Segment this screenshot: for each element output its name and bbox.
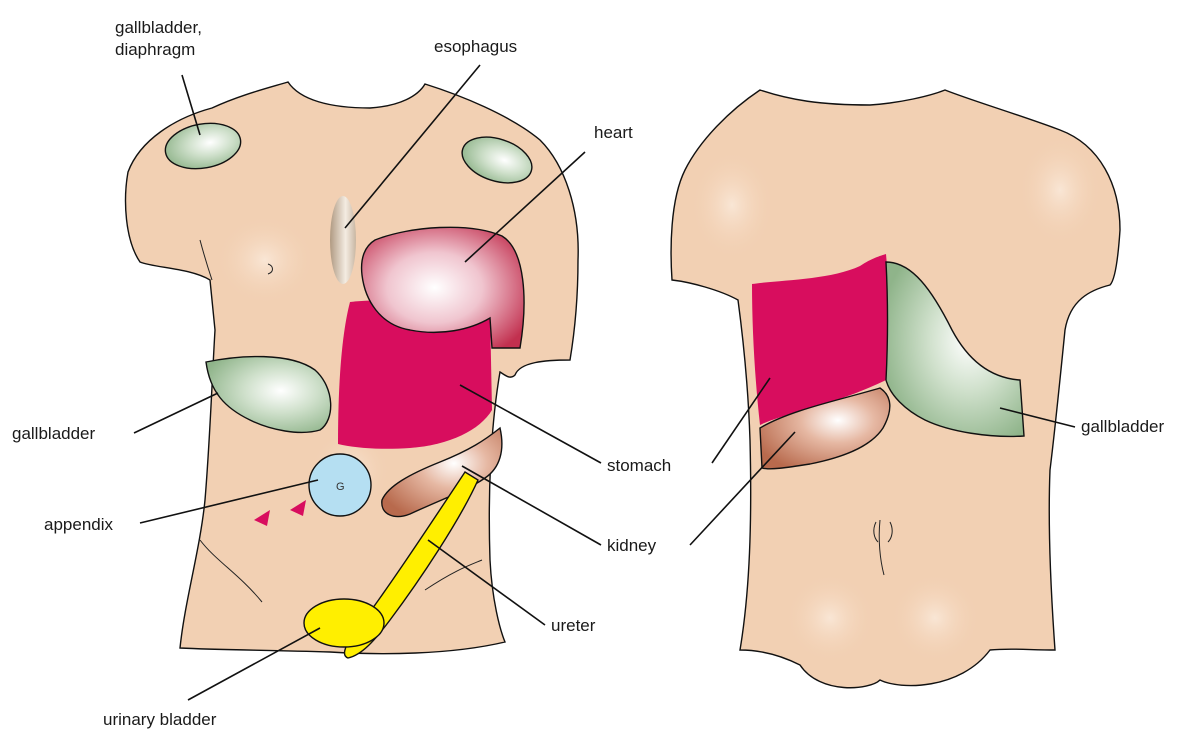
buttock-left <box>785 573 875 663</box>
label-heart: heart <box>594 123 633 142</box>
label-gallbladder-diaphragm-line1: gallbladder, <box>115 18 202 37</box>
buttock-right <box>890 573 980 663</box>
back-shoulder-highlight-right <box>1018 135 1102 245</box>
label-gallbladder-front: gallbladder <box>12 424 96 443</box>
label-kidney: kidney <box>607 536 657 555</box>
appendix-marker-label: G <box>336 481 345 493</box>
label-stomach: stomach <box>607 456 671 475</box>
label-gallbladder-back: gallbladder <box>1081 417 1165 436</box>
label-ureter: ureter <box>551 616 596 635</box>
urinary-bladder-area <box>304 599 384 647</box>
label-urinary-bladder: urinary bladder <box>103 710 217 729</box>
back-shoulder-highlight-left <box>690 150 774 260</box>
leader-gallbladder-front <box>134 393 218 433</box>
esophagus-area <box>330 196 356 284</box>
left-pectoral-highlight <box>215 215 315 305</box>
label-appendix: appendix <box>44 515 114 534</box>
label-esophagus: esophagus <box>434 37 517 56</box>
label-gallbladder-diaphragm-line2: diaphragm <box>115 40 195 59</box>
